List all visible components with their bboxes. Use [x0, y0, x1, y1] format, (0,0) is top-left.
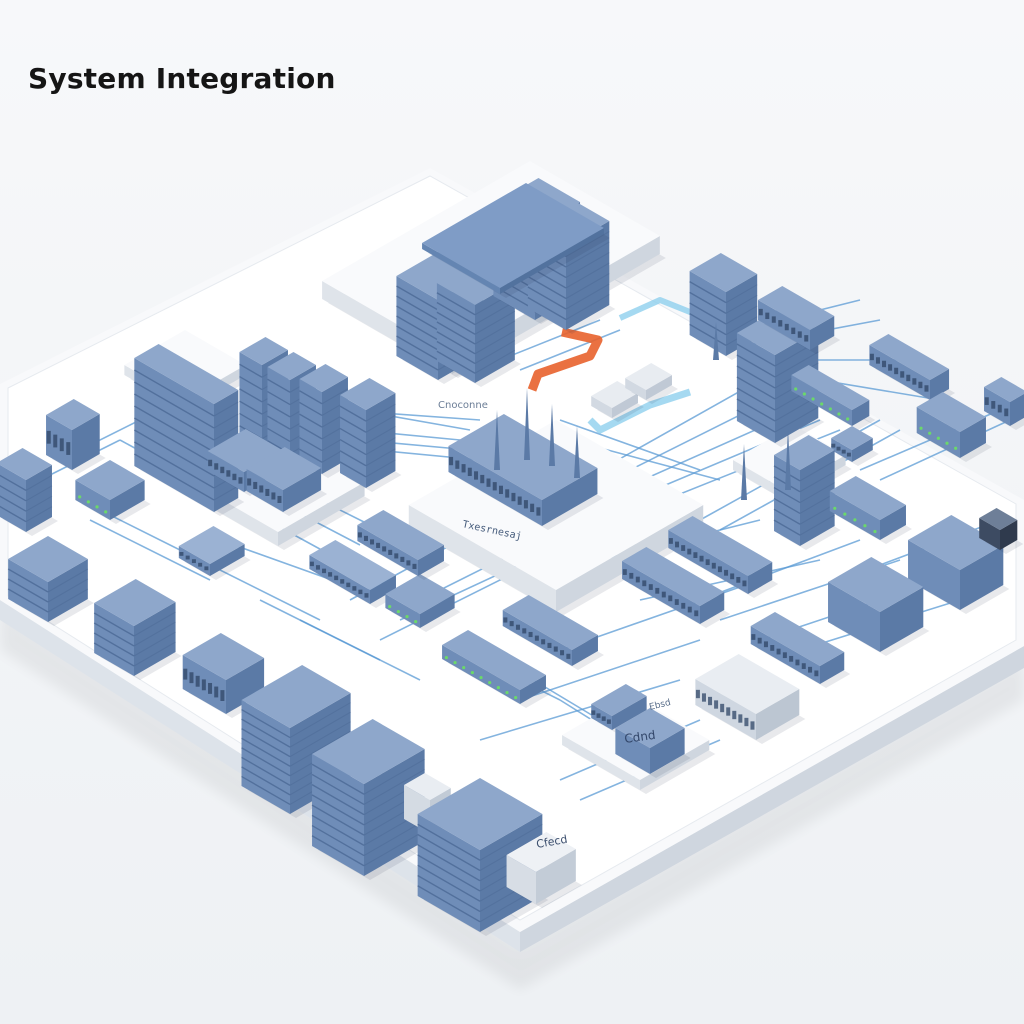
antenna	[574, 426, 580, 478]
network-switch	[502, 595, 604, 670]
small-module	[625, 363, 678, 404]
storage-box	[828, 557, 930, 656]
network-switch	[750, 612, 851, 688]
active-route	[527, 297, 702, 434]
tower-server	[773, 435, 841, 550]
switch-module	[791, 365, 876, 430]
cable-line	[879, 419, 1011, 481]
cable-line	[499, 319, 601, 361]
switch-module	[442, 630, 552, 708]
antenna	[741, 444, 747, 500]
patch-panel	[309, 540, 402, 608]
connect-label: Cnoconne	[438, 400, 488, 411]
network-switch	[869, 334, 956, 404]
antenna	[549, 404, 555, 466]
adapter	[831, 426, 879, 466]
edge-device	[979, 508, 1024, 554]
small-module	[591, 381, 644, 422]
server-rack	[339, 378, 402, 492]
network-switch	[668, 516, 779, 598]
switch-module	[385, 574, 461, 632]
cable-line	[479, 679, 681, 741]
switch-module	[829, 476, 912, 544]
antenna	[524, 388, 530, 460]
antenna	[785, 428, 791, 490]
core-router	[448, 414, 604, 530]
cable-line	[89, 519, 211, 581]
network-switch	[246, 447, 328, 516]
edge-switch	[984, 377, 1024, 430]
white-appliance	[695, 654, 806, 744]
server-rack	[736, 308, 825, 447]
storage-stack	[311, 719, 431, 880]
cable-line	[559, 419, 701, 471]
hub-label: Cfecd	[535, 833, 568, 851]
page-title: System Integration	[28, 62, 336, 95]
network-switch	[758, 286, 841, 354]
edge-server	[0, 448, 58, 536]
cable-line	[699, 539, 861, 601]
storage-unit	[7, 536, 94, 626]
rack-base	[422, 183, 610, 298]
adapter	[591, 684, 653, 734]
antenna	[713, 322, 719, 360]
antenna	[494, 410, 500, 470]
cable-line	[299, 619, 421, 681]
cloud-gateway	[615, 708, 691, 778]
switch-module	[916, 392, 992, 462]
mini-server	[46, 399, 106, 474]
appliance-box	[506, 832, 582, 908]
cable-line	[519, 329, 621, 371]
storage-unit	[93, 579, 182, 680]
network-devices	[0, 178, 1024, 936]
cloud-label: Cdnd	[623, 728, 656, 746]
storage-box	[908, 515, 1010, 614]
patch-panel	[178, 526, 251, 580]
network-switch	[357, 510, 450, 580]
network-switch	[622, 547, 731, 628]
